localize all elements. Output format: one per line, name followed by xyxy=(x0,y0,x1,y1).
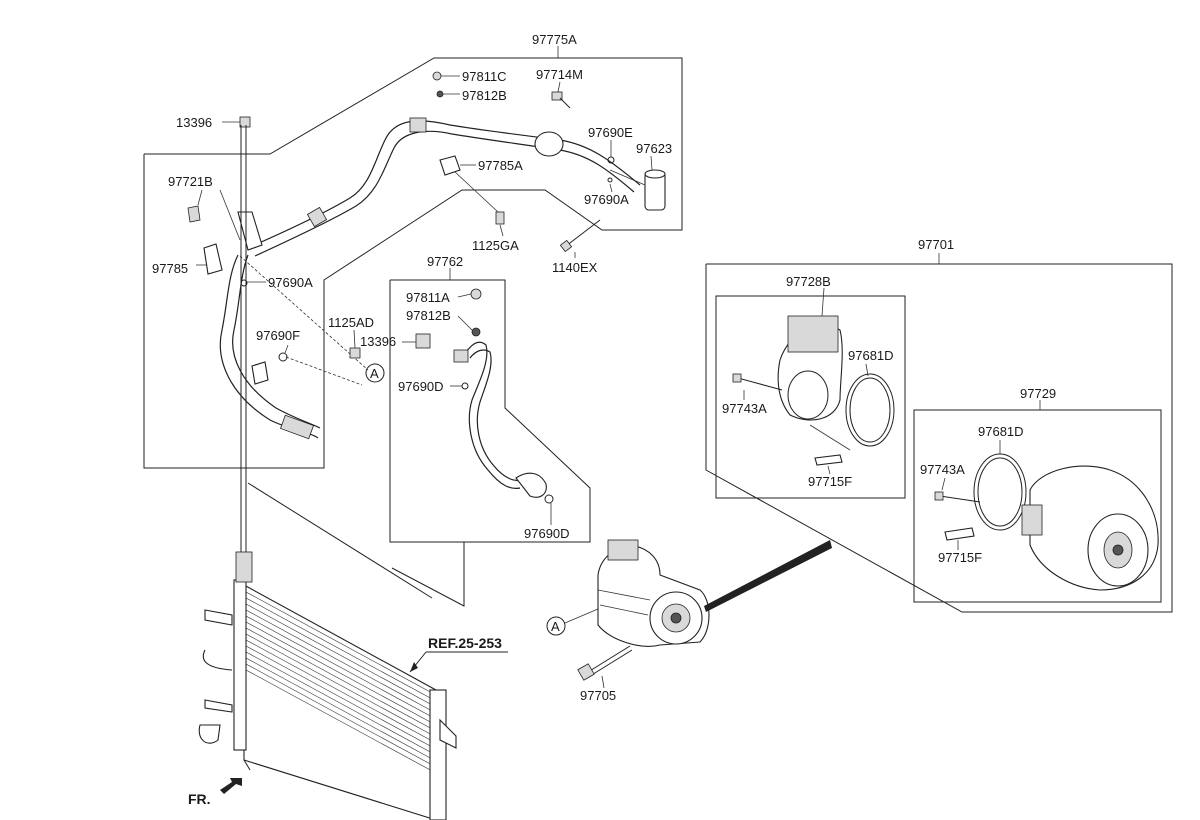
label-97690A-left: 97690A xyxy=(268,275,313,290)
compressor-97729 xyxy=(934,440,1159,591)
label-97785: 97785 xyxy=(152,261,188,276)
label-97690E: 97690E xyxy=(588,125,633,140)
label-97690A-right: 97690A xyxy=(584,192,629,207)
compressor-main xyxy=(597,539,832,647)
nut-97811A xyxy=(470,288,482,300)
label-97811A: 97811A xyxy=(406,290,450,305)
label-1140EX: 1140EX xyxy=(552,260,598,275)
nut-97812B-mid xyxy=(471,327,481,337)
hose-collar-2 xyxy=(306,206,328,228)
discharge-hose-left xyxy=(187,205,321,440)
fr-label: FR. xyxy=(188,791,211,807)
liquid-pipe xyxy=(240,125,247,560)
front-head-97728B xyxy=(732,287,895,475)
o-ring-97690F xyxy=(278,352,288,362)
frame-97728B xyxy=(715,295,906,499)
frame-97775A xyxy=(143,57,683,469)
clip-97721B xyxy=(187,205,201,223)
gasket-97681D-a xyxy=(845,373,895,447)
leaders-mid xyxy=(353,293,552,525)
gasket-97681D-b xyxy=(973,453,1027,531)
ref-callout: REF.25-253 xyxy=(409,635,508,673)
label-97811C: 97811C xyxy=(462,69,507,84)
frame-97701 xyxy=(705,263,1173,613)
label-97715F-a: 97715F xyxy=(808,474,852,489)
label-97812B-top: 97812B xyxy=(462,88,507,103)
part-labels: 97775A 97811C 97714M 97812B 13396 97690E… xyxy=(152,32,1056,703)
label-97681D-b: 97681D xyxy=(978,424,1024,439)
bolt-97743A-b xyxy=(939,495,981,503)
o-ring-97690D-low xyxy=(544,494,554,504)
nut-97811C xyxy=(432,71,442,81)
bolt-1140EX xyxy=(565,219,601,247)
label-13396-top: 13396 xyxy=(176,115,212,130)
frame-97729 xyxy=(913,409,1162,603)
label-97729: 97729 xyxy=(1020,386,1056,401)
label-97775A: 97775A xyxy=(532,32,577,47)
leaders-top xyxy=(197,75,653,283)
nut-97812B xyxy=(436,90,444,98)
frame-97762 xyxy=(389,279,591,607)
label-97728B: 97728B xyxy=(786,274,831,289)
label-97715F-b: 97715F xyxy=(938,550,982,565)
valve-97715F-a xyxy=(814,454,843,466)
label-97762: 97762 xyxy=(427,254,463,269)
hose-collar xyxy=(409,117,427,133)
fittings-top xyxy=(239,71,615,253)
hose-97762 xyxy=(349,288,554,504)
bolt-97743A-a xyxy=(737,377,783,391)
callout-A-label-2: A xyxy=(551,619,560,634)
condenser-tank-right xyxy=(429,689,447,820)
receiver-drier-97623 xyxy=(609,169,666,211)
label-97785A: 97785A xyxy=(478,158,523,173)
bolt-1125AD xyxy=(349,347,361,359)
condenser-tank-left xyxy=(233,579,247,751)
label-1125AD: 1125AD xyxy=(328,315,374,330)
label-13396-mid: 13396 xyxy=(360,334,396,349)
label-97701: 97701 xyxy=(918,237,954,252)
callout-A-2: A xyxy=(546,605,606,636)
label-97690D-low: 97690D xyxy=(524,526,570,541)
label-97812B-mid: 97812B xyxy=(406,308,451,323)
label-97623: 97623 xyxy=(636,141,672,156)
o-ring-97690A xyxy=(607,177,613,183)
condenser-fins xyxy=(245,591,435,773)
label-97721B: 97721B xyxy=(168,174,213,189)
label-97705: 97705 xyxy=(580,688,616,703)
label-97690F: 97690F xyxy=(256,328,300,343)
front-direction: FR. xyxy=(188,778,242,807)
label-97690D-mid: 97690D xyxy=(398,379,444,394)
label-97681D-a: 97681D xyxy=(848,348,894,363)
callout-A-1: A xyxy=(365,363,385,383)
label-97714M: 97714M xyxy=(536,67,583,82)
label-97743A-b: 97743A xyxy=(920,462,965,477)
callout-A-label-1: A xyxy=(370,366,379,381)
bolt-1125GA xyxy=(495,211,505,225)
suction-hose-97775A xyxy=(249,117,641,257)
cap-13396-mid xyxy=(415,333,431,349)
compressor-pointer xyxy=(704,540,832,612)
clamp-97785 xyxy=(203,243,223,275)
clamp-97785A xyxy=(439,155,461,176)
condenser xyxy=(198,482,457,820)
valve-97715F-b xyxy=(944,527,975,541)
label-97743A-a: 97743A xyxy=(722,401,767,416)
bolt-97714M-head xyxy=(551,91,563,101)
muffler-body xyxy=(534,131,564,157)
label-1125GA: 1125GA xyxy=(472,238,519,253)
ref-label: REF.25-253 xyxy=(428,635,502,651)
front-arrow-icon xyxy=(220,778,242,794)
o-ring-97690D-mid xyxy=(461,382,469,390)
bolt-97705 xyxy=(577,645,633,689)
